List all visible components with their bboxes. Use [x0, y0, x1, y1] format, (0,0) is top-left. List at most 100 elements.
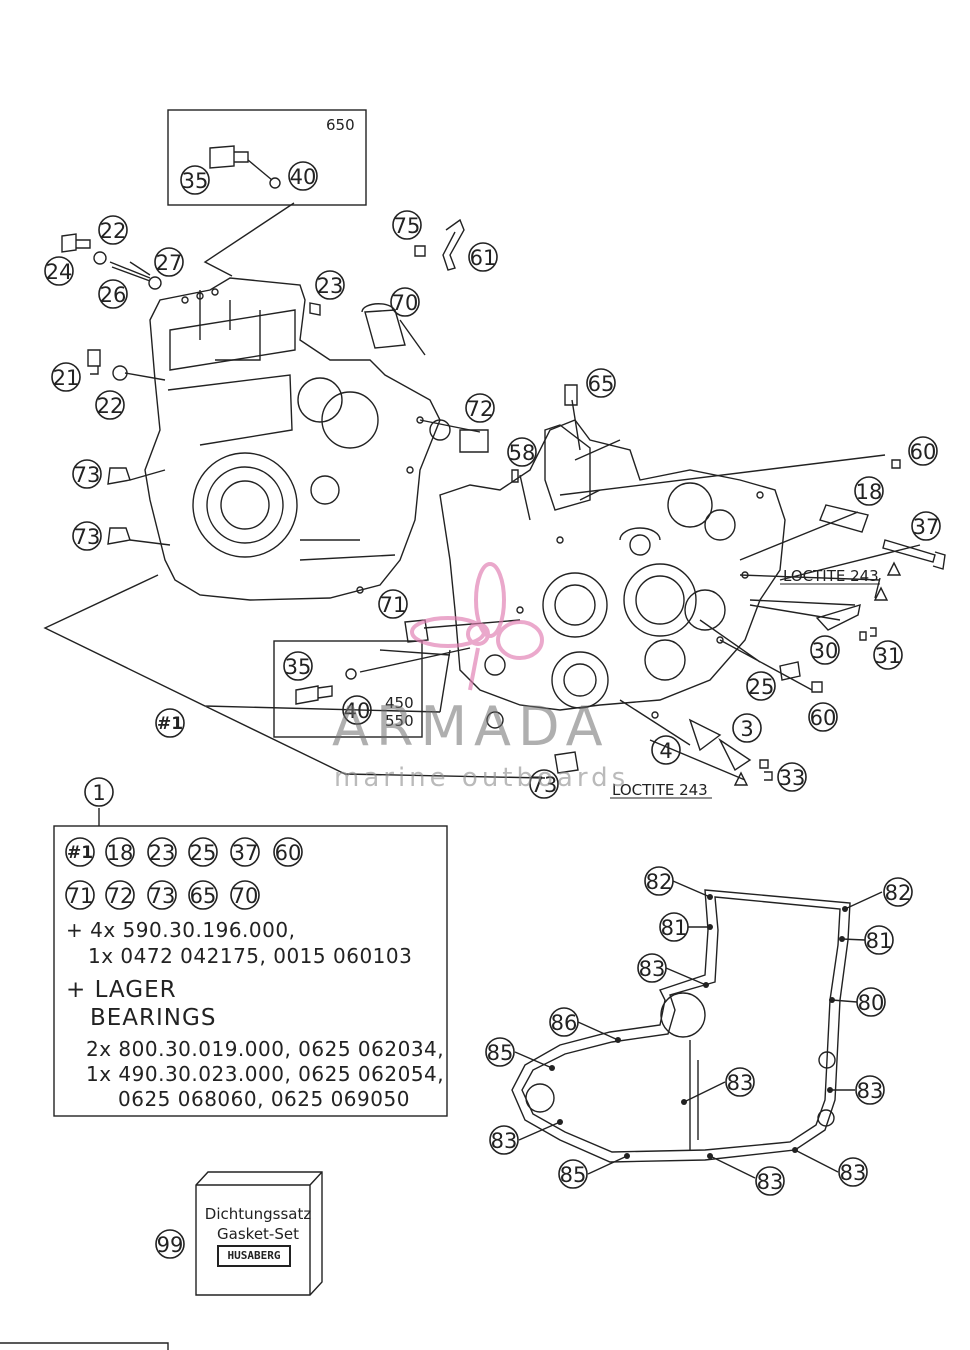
kit-item: 65 [190, 884, 217, 908]
callout-82: 82 [885, 881, 912, 905]
variant-label-450: 450 [385, 694, 414, 712]
kit-box [53, 825, 448, 1117]
plug-60a [891, 459, 901, 469]
callout-65: 65 [588, 372, 615, 396]
callout-85: 85 [487, 1041, 514, 1065]
callout-assembly-1: #1 [157, 714, 183, 734]
footer-rule [0, 1342, 169, 1350]
callout-72: 72 [467, 397, 494, 421]
callout-circles [44, 161, 941, 1259]
husaberg-logo: HUSABERG [217, 1245, 291, 1267]
callout-58: 58 [509, 441, 536, 465]
callout-24: 24 [46, 260, 73, 284]
callout-22: 22 [97, 394, 124, 418]
callout-83: 85 [560, 1163, 587, 1187]
callout-33: 33 [779, 766, 806, 790]
kit-item: 37 [232, 841, 259, 865]
kit-line: 1x 490.30.023.000, 0625 062054, [86, 1062, 445, 1086]
callout-18: 18 [856, 480, 883, 504]
pin-23 [309, 302, 321, 316]
screws-31 [859, 627, 877, 641]
screws-33 [759, 759, 773, 781]
callout-37: 37 [913, 515, 940, 539]
callout-80: 80 [858, 991, 885, 1015]
kit-line: + LAGER [66, 977, 177, 1003]
callout-82: 82 [646, 870, 673, 894]
washer-22 [93, 251, 107, 265]
kit-item: 72 [107, 884, 134, 908]
loctite-note: LOCTITE 243 [783, 567, 879, 585]
bearing-72 [459, 429, 489, 453]
ball-27 [148, 276, 162, 290]
watermark-title: ARMADA [332, 695, 610, 758]
callout-4: 4 [659, 739, 672, 763]
kit-item: 73 [149, 884, 176, 908]
callout-83: 83 [840, 1161, 867, 1185]
variant-box-650 [167, 109, 367, 206]
screw-75 [414, 245, 426, 257]
variant-label-650: 650 [326, 116, 355, 134]
left-crankcase-half [144, 277, 451, 601]
callout-83: 83 [857, 1079, 884, 1103]
callout-83: 83 [639, 957, 666, 981]
callout-25: 25 [748, 675, 775, 699]
bracket-30 [815, 603, 861, 631]
callout-35: 35 [182, 169, 209, 193]
variant-box-450-550 [273, 640, 423, 738]
callout-73: 73 [74, 463, 101, 487]
callout-86: 83 [727, 1071, 754, 1095]
callout-31: 31 [875, 644, 902, 668]
kit-item: 70 [232, 884, 259, 908]
washer-22b [112, 365, 128, 381]
callout-35: 35 [285, 655, 312, 679]
callout-71: 71 [380, 593, 407, 617]
sleeve-70 [361, 303, 406, 349]
loctite-note: LOCTITE 243 [612, 781, 708, 799]
bolt-35-mid [295, 685, 333, 705]
callout-22: 22 [100, 219, 127, 243]
kit-item: 25 [190, 841, 217, 865]
pin-65 [564, 384, 578, 406]
gasket-set-label-en: Gasket-Set [217, 1225, 299, 1243]
gasket-set-label-de: Dichtungssatz [204, 1205, 312, 1223]
kit-line: + 4x 590.30.196.000, [66, 918, 296, 942]
callout-1: 1 [92, 781, 105, 805]
plug-60b [811, 681, 823, 693]
callout-75: 75 [394, 214, 421, 238]
callout-21: 21 [53, 366, 80, 390]
kit-item: 18 [107, 841, 134, 865]
sleeve-25 [779, 661, 801, 681]
variant-label-550: 550 [385, 712, 414, 730]
callout-27: 27 [156, 251, 183, 275]
spring-26 [109, 261, 151, 282]
callout-83: 86 [551, 1011, 578, 1035]
sleeve-73a [107, 467, 131, 485]
sleeve-71 [404, 619, 429, 643]
kit-line: 0625 068060, 0625 069050 [118, 1087, 410, 1111]
callout-60: 60 [910, 440, 937, 464]
plates-3-4 [688, 718, 752, 772]
nozzle-58 [511, 469, 519, 483]
right-crankcase-half [439, 419, 786, 729]
kit-item: #1 [67, 843, 93, 863]
callout-85: 83 [491, 1129, 518, 1153]
sleeve-18 [819, 504, 869, 533]
washer-40-mid [345, 668, 357, 680]
callout-30: 30 [812, 639, 839, 663]
callout-99: 99 [157, 1233, 184, 1257]
callout-23: 23 [317, 274, 344, 298]
kit-item: 23 [149, 841, 176, 865]
callout-26: 26 [100, 283, 127, 307]
callout-73: 73 [531, 773, 558, 797]
kit-line: BEARINGS [90, 1005, 217, 1031]
bolt-37 [882, 539, 946, 570]
callout-83: 83 [757, 1170, 784, 1194]
callout-40: 40 [290, 165, 317, 189]
callout-61: 61 [470, 246, 497, 270]
callout-40: 40 [344, 699, 371, 723]
sleeve-73b [107, 527, 131, 545]
kit-line: 2x 800.30.019.000, 0625 062034, [86, 1037, 445, 1061]
gasket-set-package [195, 1171, 323, 1296]
